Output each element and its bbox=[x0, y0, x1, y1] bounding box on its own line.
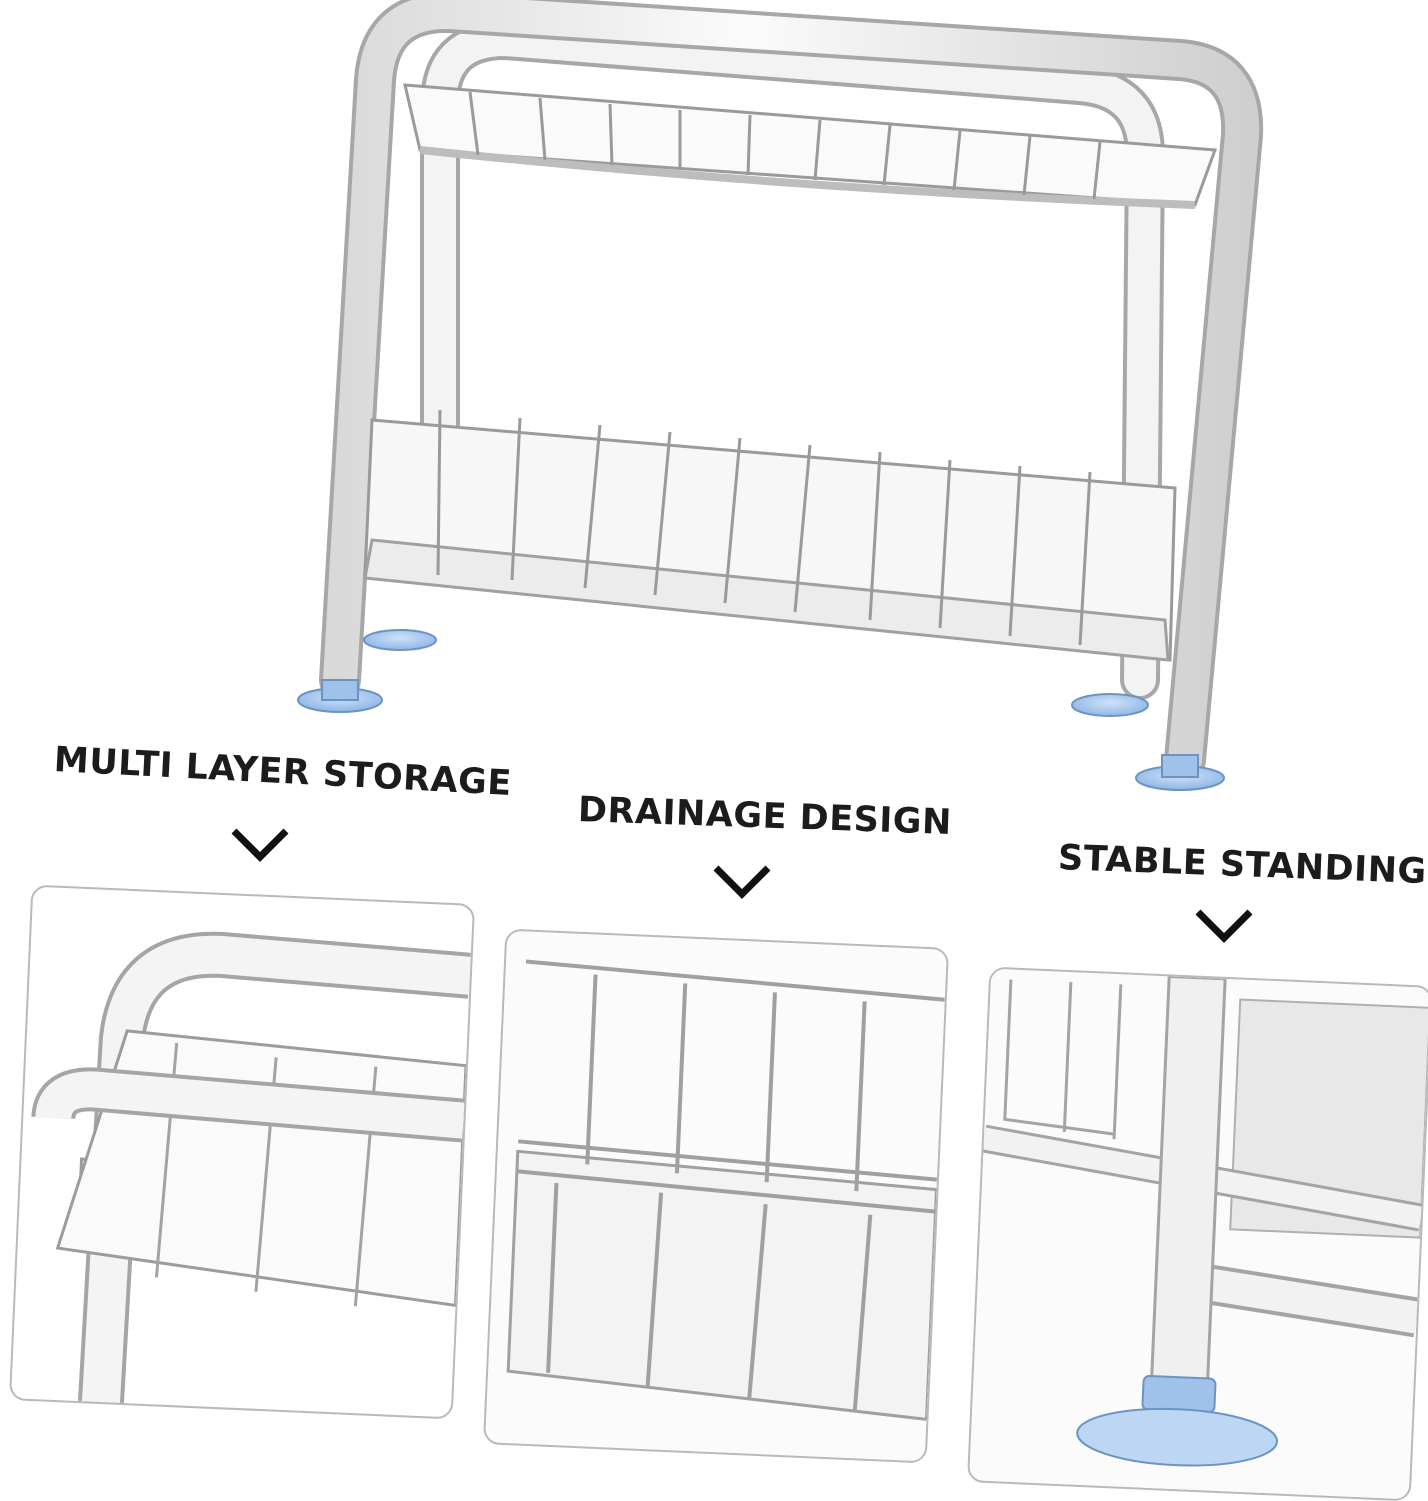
chevron-down-icon bbox=[1195, 909, 1253, 943]
product-image-rack bbox=[297, 0, 1264, 791]
chevron-down-icon bbox=[231, 828, 289, 862]
detail-card-stable-standing bbox=[966, 966, 1428, 1501]
detail-image-drainage bbox=[485, 930, 947, 1462]
feature-label-stable-standing: STABLE STANDING bbox=[1057, 838, 1428, 893]
chevron-down-icon bbox=[713, 865, 771, 899]
detail-image-stable-standing bbox=[969, 968, 1428, 1500]
detail-card-drainage-design bbox=[482, 928, 950, 1464]
detail-image-multi-layer bbox=[31, 931, 472, 1404]
detail-card-multi-layer-storage bbox=[8, 884, 476, 1420]
